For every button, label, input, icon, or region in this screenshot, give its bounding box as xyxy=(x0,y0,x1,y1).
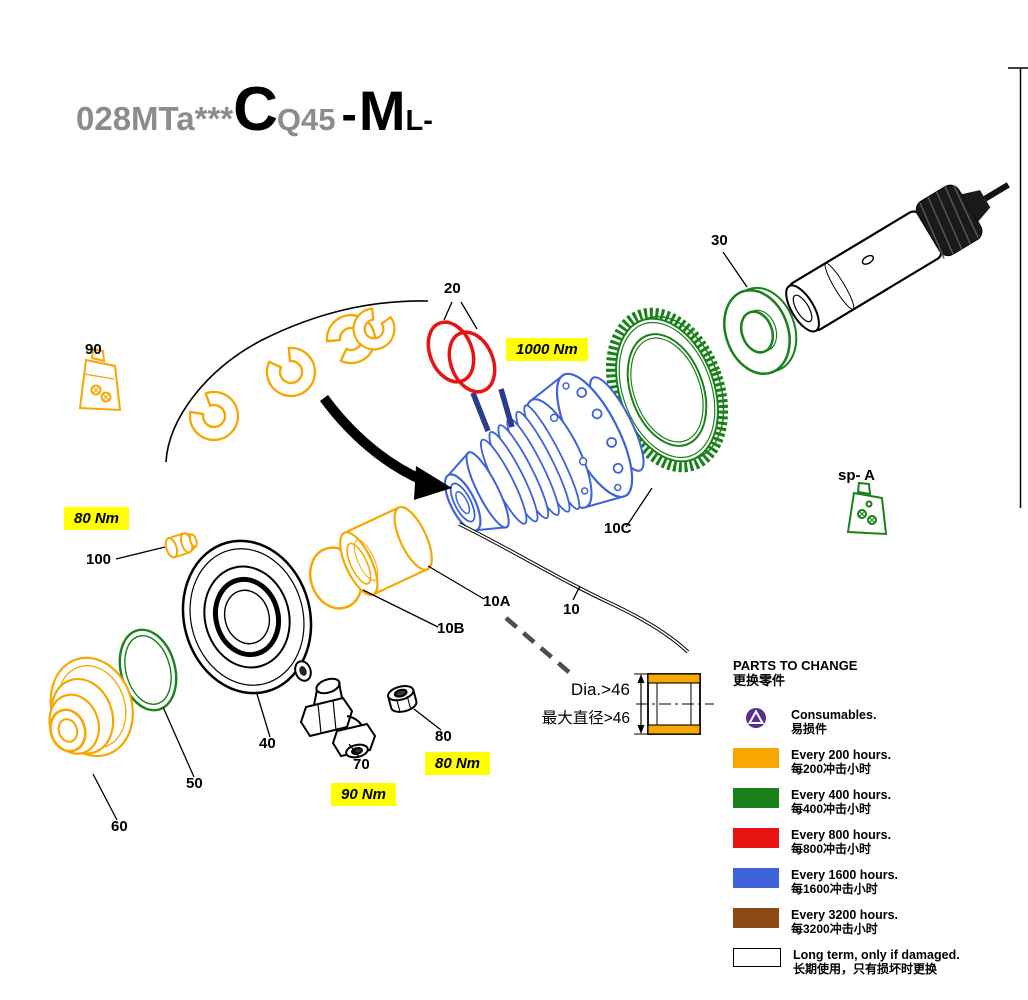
elbow-fitting-70-drawing xyxy=(299,677,377,759)
cylinder-assembly-drawing xyxy=(443,372,645,532)
legend-label-en: Every 1600 hours. xyxy=(791,868,899,882)
part-label-10: 10 xyxy=(563,601,580,618)
nut-80-drawing xyxy=(387,685,418,713)
legend-label-zh: 易损件 xyxy=(791,722,828,736)
part-label-sp-a: sp- A xyxy=(838,467,875,484)
dimension-note-zh: 最大直径>46 xyxy=(541,710,630,727)
bellows-60-drawing xyxy=(48,656,134,758)
legend-label-en: Long term, only if damaged. xyxy=(793,948,960,962)
torque-label-80nm-right: 80 Nm xyxy=(425,752,491,775)
legend-swatch-3200h xyxy=(733,908,779,928)
part-label-10a: 10A xyxy=(483,593,511,610)
legend-swatch-long-term xyxy=(733,948,781,967)
legend-label-zh: 长期使用，只有损坏时更换 xyxy=(793,962,938,976)
legend-label-zh: 每800冲击小时 xyxy=(791,842,872,856)
bushing-10a-drawing xyxy=(339,505,433,597)
legend-label-zh: 每1600冲击小时 xyxy=(791,882,878,896)
ring-plug-drawing xyxy=(294,660,312,682)
model-code-variant: Q45 xyxy=(276,102,336,137)
dowel-pins-drawing xyxy=(470,388,515,433)
ring-30-drawing xyxy=(723,286,798,376)
legend-label-zh: 每400冲击小时 xyxy=(791,802,872,816)
legend-item-200h: Every 200 hours. 每200冲击小时 xyxy=(733,748,1028,776)
page-border xyxy=(1008,67,1028,508)
torque-label-80nm-left: 80 Nm xyxy=(64,507,130,530)
dimension-note: Dia.>46 最大直径>46 xyxy=(470,680,630,728)
legend-swatch-1600h xyxy=(733,868,779,888)
torque-label-1000nm: 1000 Nm xyxy=(506,338,588,361)
sp-a-kit-drawing xyxy=(846,481,888,536)
legend-swatch-800h xyxy=(733,828,779,848)
model-code-prefix: 028MTa*** xyxy=(76,100,234,137)
legend: PARTS TO CHANGE 更换零件 Consumables. 易损件 Ev… xyxy=(733,658,1028,976)
part-label-50: 50 xyxy=(186,775,203,792)
part-label-80: 80 xyxy=(435,728,452,745)
rod-10-drawing xyxy=(458,522,690,654)
page-title: 028MTa***CQ45-ML- xyxy=(76,74,433,145)
part-label-10b: 10B xyxy=(437,620,465,637)
legend-item-400h: Every 400 hours. 每400冲击小时 xyxy=(733,788,1028,816)
plug-100-drawing xyxy=(164,532,198,559)
legend-item-1600h: Every 1600 hours. 每1600冲击小时 xyxy=(733,868,1028,896)
model-code-m: M xyxy=(358,79,406,142)
legend-item-consumables: Consumables. 易损件 xyxy=(733,708,1028,736)
legend-title-zh: 更换零件 xyxy=(733,673,786,688)
dimension-note-en: Dia.>46 xyxy=(570,680,630,699)
retainer-clamps-drawing xyxy=(180,301,403,452)
part-90-kit-drawing xyxy=(78,347,122,412)
model-code-suffix: L- xyxy=(405,105,433,137)
legend-label-en: Every 800 hours. xyxy=(791,828,892,842)
legend-label-zh: 每3200冲击小时 xyxy=(791,922,878,936)
model-code-letter: C xyxy=(233,75,278,144)
front-ring-40-drawing xyxy=(181,539,313,695)
part-label-30: 30 xyxy=(711,232,728,249)
part-label-40: 40 xyxy=(259,735,276,752)
legend-item-800h: Every 800 hours. 每800冲击小时 xyxy=(733,828,1028,856)
legend-label-en: Every 3200 hours. xyxy=(791,908,899,922)
part-label-100: 100 xyxy=(86,551,112,568)
model-code-dash: - xyxy=(341,88,357,140)
cut-dashed-line xyxy=(504,616,572,675)
part-label-20: 20 xyxy=(444,280,461,297)
legend-title-en: PARTS TO CHANGE xyxy=(733,658,858,673)
legend-label-en: Consumables. xyxy=(791,708,877,722)
legend-label-en: Every 400 hours. xyxy=(791,788,892,802)
consumables-icon xyxy=(733,708,779,728)
shank-tool-drawing xyxy=(785,182,1010,333)
torque-label-90nm: 90 Nm xyxy=(331,783,397,806)
part-label-90: 90 xyxy=(85,341,102,358)
part-label-10c: 10C xyxy=(604,520,632,537)
legend-title: PARTS TO CHANGE 更换零件 xyxy=(733,658,1028,688)
part-label-60: 60 xyxy=(111,818,128,835)
leader-lines xyxy=(92,251,748,821)
part-label-70: 70 xyxy=(353,756,370,773)
legend-item-long-term: Long term, only if damaged. 长期使用，只有损坏时更换 xyxy=(733,948,1028,976)
assembly-arrow xyxy=(319,395,452,500)
legend-swatch-200h xyxy=(733,748,779,768)
bushing-section-drawing xyxy=(634,673,714,735)
brace-curve xyxy=(165,300,429,463)
legend-label-zh: 每200冲击小时 xyxy=(791,762,872,776)
legend-swatch-400h xyxy=(733,788,779,808)
legend-label-en: Every 200 hours. xyxy=(791,748,892,762)
gear-ring-drawing xyxy=(605,307,729,473)
legend-item-3200h: Every 3200 hours. 每3200冲击小时 xyxy=(733,908,1028,936)
o-rings-20-drawing xyxy=(426,320,497,394)
